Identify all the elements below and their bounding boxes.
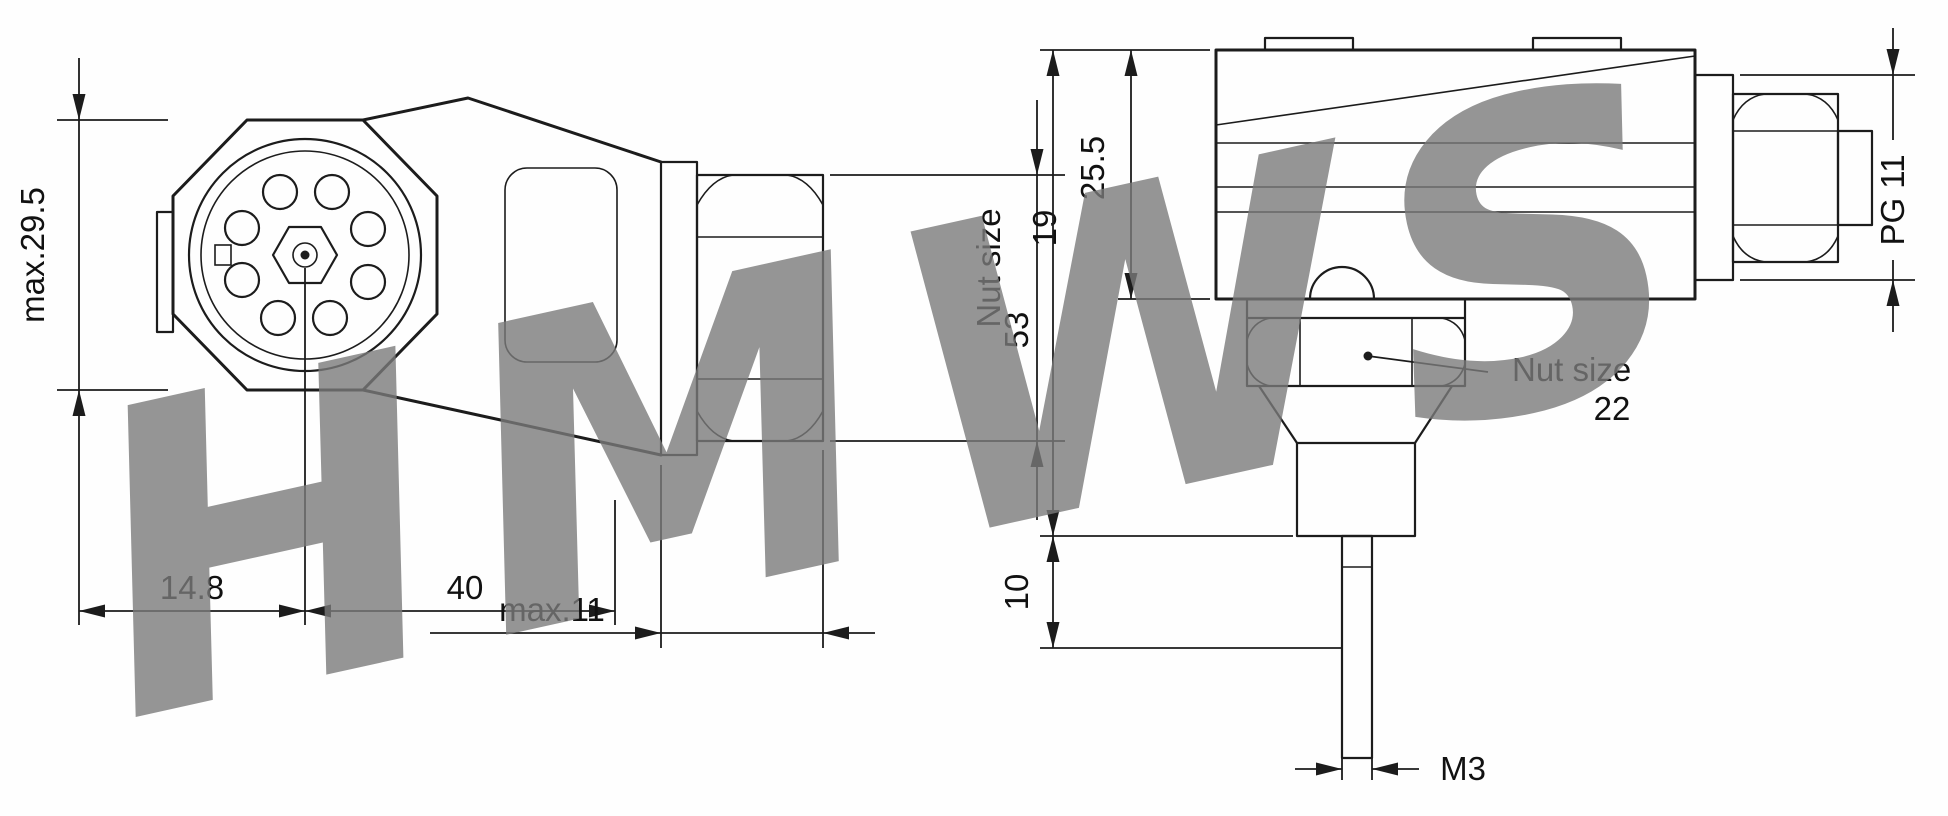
dim-label-40: 40 [447,569,484,606]
body-top-edge [361,96,663,164]
centre-pin-ring [292,242,318,268]
coupling-nut [1245,299,1467,388]
dim-label-max295: max.29.5 [14,187,51,323]
dim-label-53: 53 [998,312,1035,349]
gland-end-stub [1836,129,1874,227]
gland-nut [695,173,825,443]
centre-hex [271,225,339,285]
dimension-pg11: PG 11 [1740,28,1915,332]
dimension-nut-size-19: Nut size 19 [830,100,1065,520]
dimension-255: 25.5 [1040,49,1210,300]
dim-label-10: 10 [998,574,1035,611]
dim-label-max11: max.11 [499,591,605,628]
gland-flange-side [1693,73,1735,282]
cylinder-section [1295,441,1417,538]
dimension-nut-size-22: Nut size 22 [1363,351,1631,427]
gland-nut-side [1731,92,1840,264]
dimension-10: 10 [998,536,1342,649]
housing-top-tab-left [1263,36,1355,52]
lower-body [1258,385,1453,760]
gland-flange [659,160,699,457]
dim-label-m3: M3 [1440,750,1486,787]
shell-side-tab [155,210,175,334]
nut-size-label-front: Nut size [970,208,1007,327]
dimension-m3: M3 [1295,750,1486,787]
dimension-height-max295: max.29.5 [14,58,168,625]
side-view-drawing: 25.5 53 10 [998,28,1915,787]
cover-screw-dome [1308,265,1376,300]
dimension-53: 53 [998,50,1293,537]
cable-window [504,167,618,363]
dimension-148-40: 14.8 40 [79,268,616,625]
nut-size-value-side: 22 [1594,390,1631,427]
keying-notch [214,244,232,266]
dim-label-pg11: PG 11 [1874,154,1911,245]
gland-nut-side-facets [1732,93,1839,263]
housing-seam-lines [1216,142,1695,213]
contact-pins [223,173,387,337]
centre-pin [300,250,310,260]
body-bottom-edge [361,388,663,457]
dim-label-148: 14.8 [160,569,224,606]
front-view-drawing: max.29.5 14.8 40 max.11 [14,58,1065,648]
housing-body [1214,48,1697,301]
nut-size-value-front: 19 [1026,210,1063,247]
dimension-max11: max.11 [430,450,875,648]
nut-size-label-side: Nut size [1512,351,1631,388]
housing-top-tab-right [1531,36,1623,52]
housing-diagonal-seam [1215,55,1696,126]
gland-nut-facets [696,174,824,442]
dim-label-255: 25.5 [1074,136,1111,200]
threaded-stud [1340,534,1374,760]
